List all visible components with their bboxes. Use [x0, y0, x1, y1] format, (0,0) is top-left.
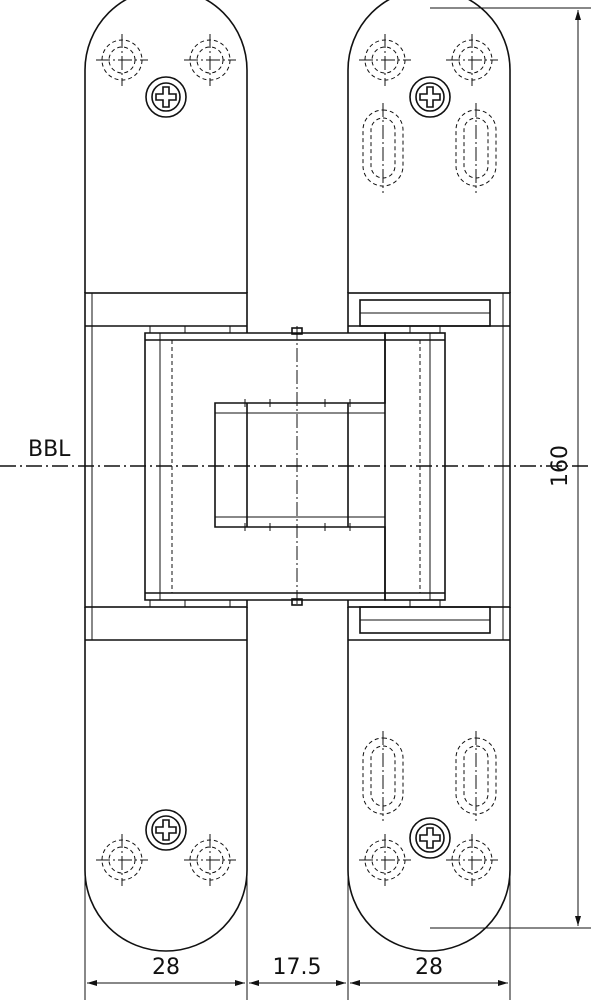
screw-holes — [96, 34, 498, 886]
left-top-plate — [84, 0, 248, 293]
right-bottom-plate — [347, 607, 511, 952]
dim-label-right-leaf: 28 — [415, 955, 443, 980]
right-leaf — [347, 0, 511, 952]
left-body-frame — [84, 292, 248, 608]
dim-label-height: 160 — [548, 445, 573, 487]
bbl-label: BBL — [28, 437, 71, 462]
left-bottom-plate — [84, 607, 248, 952]
dim-label-gap: 17.5 — [273, 955, 322, 980]
right-top-plate — [347, 0, 511, 293]
dim-label-left-leaf: 28 — [152, 955, 180, 980]
dimension-lines — [84, 7, 591, 1000]
